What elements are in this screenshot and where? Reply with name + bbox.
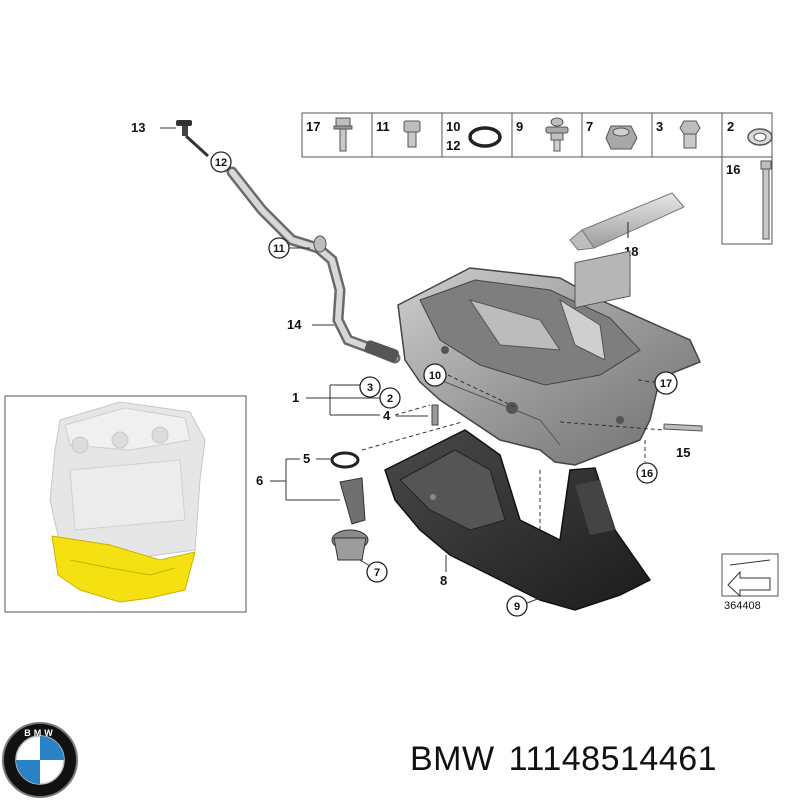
oil-level-sensor-icon (331, 477, 369, 561)
callout-4: 4 (383, 408, 391, 423)
callout-13: 13 (131, 120, 145, 135)
washer-icon (747, 128, 773, 146)
bolt-icon (403, 120, 421, 148)
callout-2: 2 (387, 393, 393, 405)
clip-icon (545, 117, 569, 152)
sensor-seal-icon (330, 451, 360, 469)
callout-9: 9 (514, 601, 520, 613)
assembly-lines (361, 374, 665, 585)
caption-part-number: 11148514461 (508, 740, 718, 778)
table-label-12: 12 (446, 138, 460, 153)
nut-icon (605, 125, 638, 150)
logo-text: BMW (24, 728, 56, 738)
part-caption: BMW 11148514461 (410, 740, 731, 779)
drain-plug-icon (679, 120, 701, 149)
table-label-2: 2 (727, 119, 734, 134)
table-label-16: 16 (726, 162, 740, 177)
table-label-7: 7 (586, 119, 593, 134)
callout-17: 17 (660, 378, 672, 390)
table-label-17: 17 (306, 119, 320, 134)
callout-1: 1 (292, 390, 299, 405)
callout-circle-2 (379, 387, 401, 409)
callout-16: 16 (641, 468, 653, 480)
upper-oil-pan-icon (397, 250, 702, 466)
callout-14: 14 (287, 317, 302, 332)
callout-circle-3 (359, 376, 381, 398)
o-ring-icon (468, 126, 502, 148)
callout-8: 8 (440, 573, 447, 588)
lower-oil-pan-icon (384, 429, 652, 611)
dipstick-icon (176, 120, 210, 158)
caption-brand: BMW (410, 740, 495, 778)
callout-12: 12 (215, 157, 227, 169)
table-label-10: 10 (446, 119, 460, 134)
flange-bolt-icon (333, 117, 353, 152)
table-label-11: 11 (376, 119, 390, 134)
pan-drain-plug-icon (431, 404, 439, 426)
callout-circle-7 (366, 561, 388, 583)
callout-circle-16 (636, 462, 658, 484)
reference-box (721, 553, 779, 598)
callout-7: 7 (374, 567, 380, 579)
long-bolt-icon (760, 160, 772, 240)
callout-5: 5 (303, 451, 310, 466)
guide-tube-icon (226, 166, 401, 364)
callout-circle-17 (654, 371, 678, 395)
table-label-9: 9 (516, 119, 523, 134)
callout-circle-10 (423, 363, 447, 387)
callout-15: 15 (676, 445, 690, 460)
bmw-logo-icon: BMW (2, 722, 78, 798)
callout-6: 6 (256, 473, 263, 488)
reference-number: 364408 (724, 600, 761, 612)
engine-location-inset (4, 395, 247, 613)
callout-11: 11 (273, 243, 285, 255)
sealant-tube-icon (569, 192, 685, 251)
callout-10: 10 (429, 370, 441, 382)
parts-table: 17 11 10 12 9 7 3 2 16 (301, 112, 773, 245)
callout-circle-12 (210, 151, 232, 173)
callout-3: 3 (367, 382, 373, 394)
oil-pan-highlight (51, 535, 196, 603)
table-label-3: 3 (656, 119, 663, 134)
callout-circle-9 (506, 595, 528, 617)
pan-bolt-icon (663, 423, 703, 432)
